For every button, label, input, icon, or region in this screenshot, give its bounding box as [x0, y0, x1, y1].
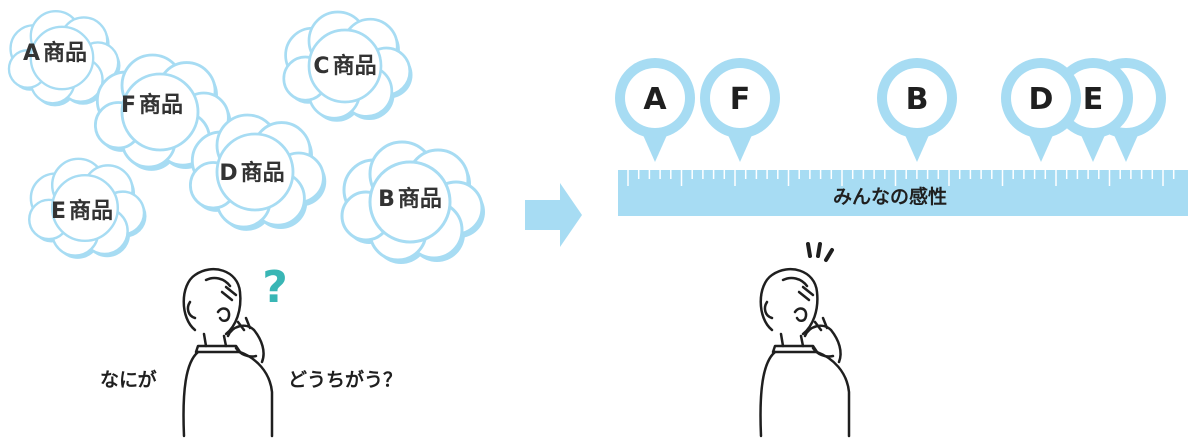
- thinking-person-icon: [182, 267, 274, 438]
- ruler-label: みんなの感性: [833, 185, 947, 208]
- pin-label-b: B: [906, 82, 929, 117]
- pin-d: D: [1001, 58, 1081, 162]
- pin-label-f: F: [730, 82, 751, 117]
- right-arrow-icon: [525, 183, 582, 247]
- realization-marks: [806, 242, 834, 262]
- pin-b: B: [877, 58, 957, 162]
- speech-left: なにが: [100, 368, 157, 391]
- ruler-ticks: [627, 170, 1175, 186]
- question-mark: ?: [262, 262, 288, 313]
- pin-a: A: [615, 58, 695, 162]
- pin-label-e: E: [1083, 82, 1104, 117]
- realization-person-icon: [759, 267, 851, 438]
- pin-label-d: D: [1029, 82, 1054, 117]
- speech-right: どうちがう？: [288, 368, 402, 391]
- pin-f: F: [700, 58, 780, 162]
- pin-label-a: A: [643, 82, 667, 117]
- ruler: みんなの感性: [618, 170, 1188, 216]
- pin-group: E D B F A: [615, 58, 1166, 162]
